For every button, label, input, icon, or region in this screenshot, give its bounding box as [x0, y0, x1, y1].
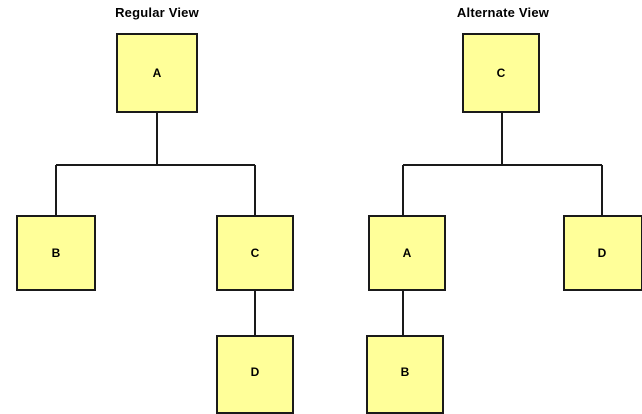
node-alternate-d[interactable]: D: [563, 215, 642, 291]
node-alternate-a[interactable]: A: [368, 215, 446, 291]
node-label: D: [597, 246, 607, 260]
node-label: C: [496, 66, 506, 80]
node-alternate-b[interactable]: B: [366, 335, 444, 414]
node-label: A: [152, 66, 162, 80]
node-regular-a[interactable]: A: [116, 33, 198, 113]
node-label: B: [51, 246, 61, 260]
node-alternate-c[interactable]: C: [462, 33, 540, 113]
node-regular-c[interactable]: C: [216, 215, 294, 291]
alternate-view-title: Alternate View: [456, 5, 550, 20]
node-regular-b[interactable]: B: [16, 215, 96, 291]
regular-view-title: Regular View: [115, 5, 199, 20]
node-label: B: [400, 364, 410, 379]
alternate-view-edges: [402, 113, 603, 335]
node-label: A: [402, 246, 412, 260]
node-label: D: [250, 364, 260, 379]
node-label: C: [250, 246, 260, 260]
node-regular-d[interactable]: D: [216, 335, 294, 414]
regular-view-edges: [55, 113, 256, 335]
